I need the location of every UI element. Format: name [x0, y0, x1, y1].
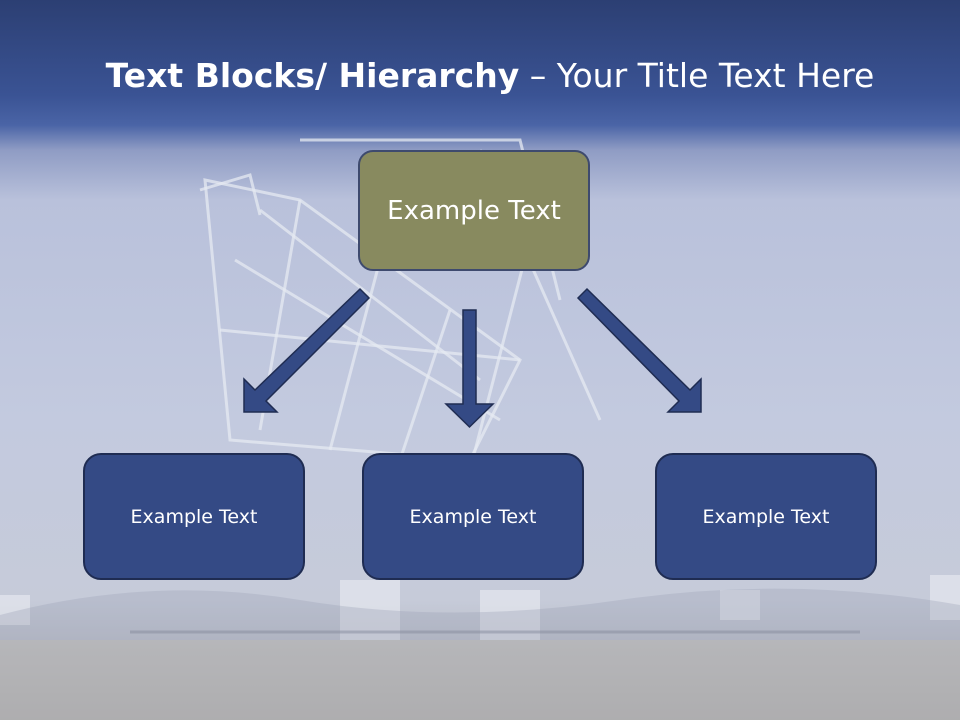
- top-text-block[interactable]: Example Text: [358, 150, 590, 271]
- title-bold: Text Blocks/ Hierarchy: [105, 56, 520, 95]
- child-text-block-left[interactable]: Example Text: [83, 453, 305, 580]
- child-text-block-right[interactable]: Example Text: [655, 453, 877, 580]
- child-text-block-label: Example Text: [130, 505, 258, 528]
- arrow-down-right-icon: [576, 287, 702, 413]
- child-text-block-middle[interactable]: Example Text: [362, 453, 584, 580]
- arrow-down-left-icon: [243, 287, 371, 413]
- arrow-down-icon: [444, 309, 495, 429]
- title-rest: – Your Title Text Here: [519, 56, 875, 95]
- slide-title: Text Blocks/ Hierarchy – Your Title Text…: [0, 52, 960, 100]
- top-text-block-label: Example Text: [387, 195, 561, 226]
- child-text-block-label: Example Text: [702, 505, 830, 528]
- child-text-block-label: Example Text: [409, 505, 537, 528]
